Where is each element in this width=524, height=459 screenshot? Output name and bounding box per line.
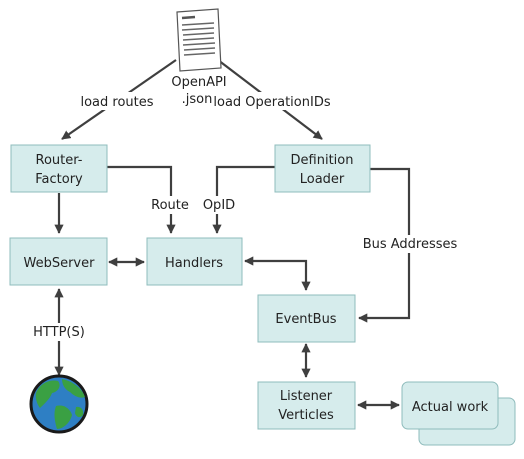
svg-text:Handlers: Handlers	[165, 256, 223, 271]
node-eventbus: EventBus	[257, 294, 356, 343]
label-load-operation-ids: load OperationIDs	[211, 92, 335, 110]
svg-text:load OperationIDs: load OperationIDs	[213, 95, 330, 110]
svg-text:HTTP(S): HTTP(S)	[33, 325, 85, 340]
openapi-json-label: OpenAPI .json	[171, 75, 226, 107]
svg-text:Verticles: Verticles	[278, 408, 334, 423]
svg-text:Actual work: Actual work	[412, 400, 489, 415]
svg-text:Definition: Definition	[291, 153, 354, 168]
node-webserver: WebServer	[9, 237, 108, 286]
svg-text:Route: Route	[151, 198, 189, 213]
label-bus-addresses: Bus Addresses	[360, 235, 460, 253]
svg-text:OpID: OpID	[203, 198, 235, 213]
node-listener-verticles: Listener Verticles	[257, 381, 356, 430]
label-opid: OpID	[199, 196, 239, 214]
label-route: Route	[148, 196, 192, 214]
svg-text:Bus Addresses: Bus Addresses	[363, 237, 458, 252]
label-load-routes: load routes	[77, 92, 157, 110]
label-https: HTTP(S)	[28, 323, 90, 341]
globe-icon	[29, 374, 89, 434]
svg-text:Listener: Listener	[280, 389, 333, 404]
node-handlers: Handlers	[146, 237, 243, 286]
document-icon	[176, 8, 222, 72]
svg-text:Router-: Router-	[36, 153, 83, 168]
node-definition-loader: Definition Loader	[274, 144, 371, 193]
svg-text:Loader: Loader	[300, 172, 345, 187]
svg-text:WebServer: WebServer	[24, 256, 96, 271]
node-actual-work: Actual work	[401, 381, 516, 446]
svg-text:EventBus: EventBus	[275, 312, 336, 327]
svg-text:Factory: Factory	[35, 172, 83, 187]
node-router-factory: Router- Factory	[10, 144, 108, 193]
svg-text:OpenAPI: OpenAPI	[171, 75, 226, 90]
svg-text:load routes: load routes	[80, 95, 153, 110]
edge-handlers-to-eventbus	[244, 256, 311, 291]
svg-text:.json: .json	[182, 92, 213, 107]
